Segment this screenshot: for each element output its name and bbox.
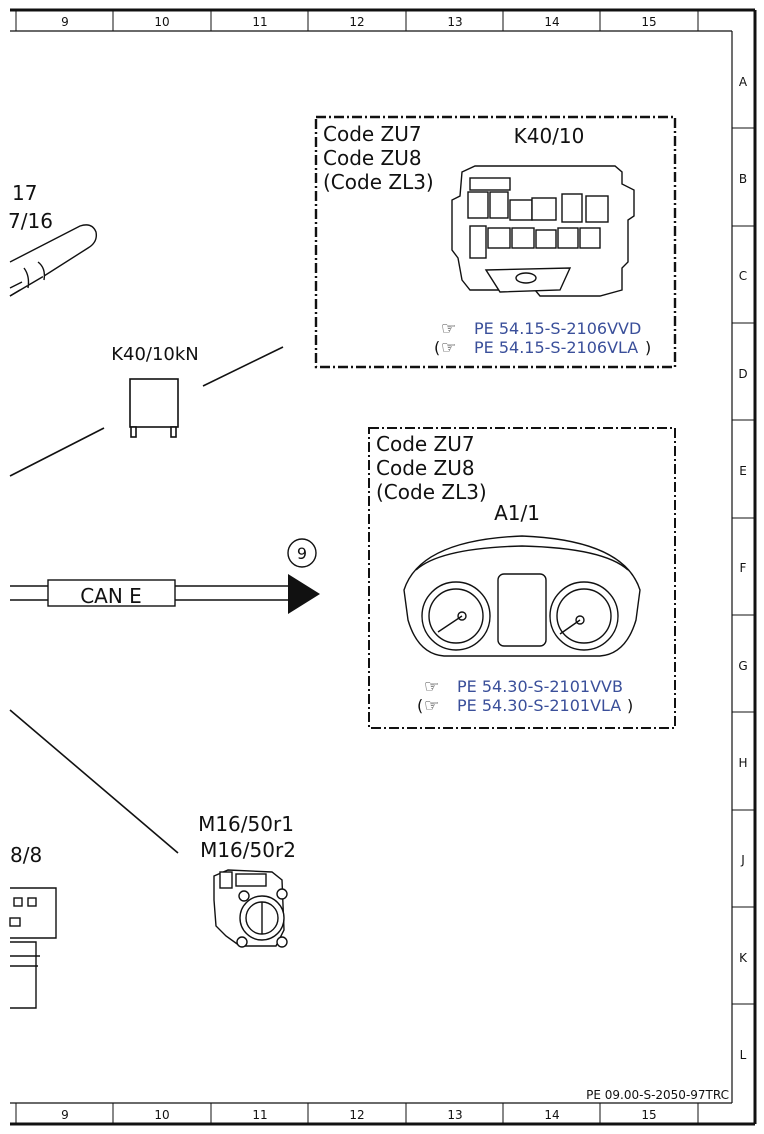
box-k40-paren-close: ) [645, 338, 651, 357]
relay-icon [129, 378, 179, 438]
column-label: 15 [641, 15, 656, 29]
row-label: E [739, 464, 747, 478]
box-k40-ref1[interactable]: PE 54.15-S-2106VVD [474, 319, 641, 338]
column-label: 10 [154, 15, 169, 29]
box-k40-ref2[interactable]: PE 54.15-S-2106VLA [474, 338, 638, 357]
row-label: H [738, 756, 747, 770]
doc-reference: PE 09.00-S-2050-97TRC [586, 1088, 729, 1102]
sensor-partial-icon [9, 224, 98, 297]
column-label: 9 [61, 15, 69, 29]
box-a1-component: A1/1 [494, 501, 540, 525]
column-labels-bottom: 9 10 11 12 13 14 15 [61, 1108, 656, 1122]
box-a1-code3: (Code ZL3) [376, 480, 487, 504]
fuse-box-icon [451, 165, 635, 297]
drawing-frame [10, 8, 757, 1126]
box-k40-component: K40/10 [514, 124, 585, 148]
row-ticks [732, 127, 755, 1005]
can-e-label: CAN E [80, 584, 142, 608]
box-a1-paren-close: ) [627, 696, 633, 715]
label-7-16: 7/16 [8, 209, 53, 233]
box-a1-paren-open: ( [417, 696, 423, 715]
row-label: K [739, 951, 748, 965]
k40-10kn-label: K40/10kN [111, 344, 199, 365]
row-label: J [740, 853, 745, 867]
label-17: 17 [12, 181, 37, 205]
row-label: A [739, 75, 748, 89]
column-label: 15 [641, 1108, 656, 1122]
column-label: 13 [447, 15, 462, 29]
box-k40-code3: (Code ZL3) [323, 170, 434, 194]
pointing-hand-icon: ☞ [424, 677, 439, 697]
m16-50r1-label: M16/50r1 [198, 812, 294, 836]
instrument-cluster-icon [403, 535, 641, 657]
row-label: C [739, 269, 747, 283]
box-a1-code2: Code ZU8 [376, 456, 475, 480]
column-label: 10 [154, 1108, 169, 1122]
box-a1-ref2[interactable]: PE 54.30-S-2101VLA [457, 696, 621, 715]
column-label: 9 [61, 1108, 69, 1122]
m16-50r2-label: M16/50r2 [200, 838, 296, 862]
marker-9-label: 9 [297, 544, 307, 563]
box-k40-code2: Code ZU8 [323, 146, 422, 170]
can-e-bus: CAN E [10, 574, 320, 614]
column-label: 12 [349, 15, 364, 29]
pointing-hand-icon: ☞ [441, 338, 456, 358]
column-label: 11 [252, 1108, 267, 1122]
label-8-8: 8/8 [10, 843, 42, 867]
row-label: L [740, 1048, 747, 1062]
row-labels: A B C D E F G H J K L [738, 75, 748, 1062]
column-label: 13 [447, 1108, 462, 1122]
column-label: 14 [544, 15, 559, 29]
box-k40-10 [314, 115, 677, 369]
row-label: F [740, 561, 747, 575]
row-label: B [739, 172, 747, 186]
arrow-right-icon [288, 574, 320, 614]
column-label: 12 [349, 1108, 364, 1122]
column-ticks [15, 10, 699, 1124]
pointing-hand-icon: ☞ [424, 696, 439, 716]
box-a1-1 [368, 427, 676, 729]
row-label: D [738, 367, 747, 381]
throttle-actuator-icon [213, 869, 288, 948]
box-k40-paren-open: ( [434, 338, 440, 357]
box-k40-code1: Code ZU7 [323, 122, 422, 146]
column-labels-top: 9 10 11 12 13 14 15 [61, 15, 656, 29]
wires [9, 346, 284, 854]
box-a1-code1: Code ZU7 [376, 432, 475, 456]
row-label: G [738, 659, 747, 673]
connector-partial-icon [9, 887, 57, 1009]
box-a1-ref1[interactable]: PE 54.30-S-2101VVB [457, 677, 623, 696]
column-label: 14 [544, 1108, 559, 1122]
pointing-hand-icon: ☞ [441, 319, 456, 339]
marker-circle [287, 538, 317, 568]
column-label: 11 [252, 15, 267, 29]
